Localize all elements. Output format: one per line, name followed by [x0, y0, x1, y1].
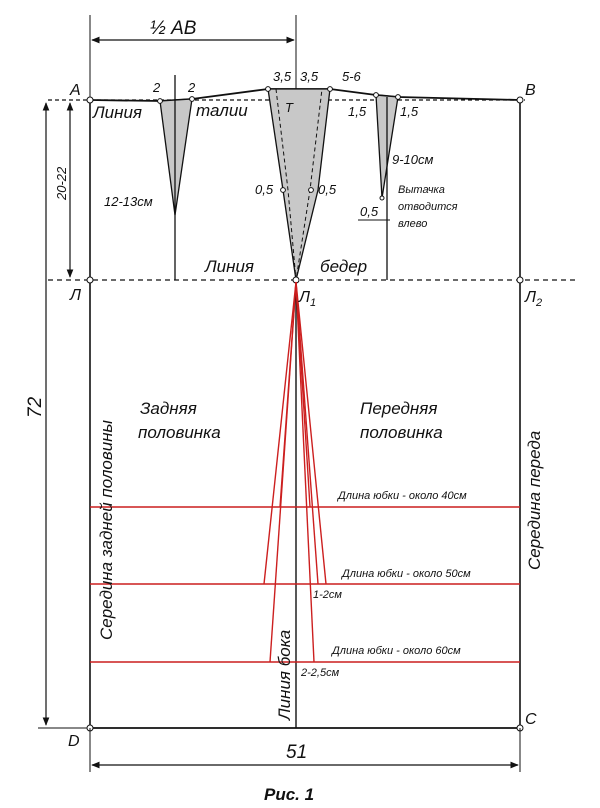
side-mid-point-left [280, 187, 286, 193]
label-l2-main: Л [524, 289, 536, 306]
label-b: B [525, 82, 536, 99]
flare50-label: 1-2см [313, 589, 342, 601]
label-t: Т [285, 100, 294, 115]
label-c: C [525, 711, 537, 728]
label-l: Л [69, 287, 81, 304]
point-l2 [516, 276, 524, 284]
flare-mid-left [279, 281, 297, 508]
side-mid-right-label: 0,5 [318, 182, 337, 197]
side-mid-left-label: 0,5 [255, 182, 274, 197]
waist-line-label-2: талии [196, 101, 248, 120]
hip-line-label-1: Линия [204, 257, 254, 276]
label-a: A [69, 82, 81, 99]
point-l [86, 276, 94, 284]
width-label: 51 [286, 742, 307, 763]
depth-label: 20-22 [54, 166, 69, 201]
point-back-dart-left [157, 98, 163, 104]
hip-line-label-2: бедер [320, 257, 367, 276]
front-center-label: Середина переда [525, 431, 544, 570]
point-b [516, 96, 524, 104]
back-dart-right-label: 2 [187, 80, 196, 95]
back-center-label: Середина задней половины [97, 419, 116, 640]
flare-left-50 [263, 281, 297, 585]
half-ab-label: ½ АВ [150, 18, 197, 39]
back-dart-length-label: 12-13см [104, 194, 153, 209]
front-offset-label: 0,5 [360, 204, 379, 219]
front-note-2: отводится [398, 201, 458, 213]
label-l2-sub: 2 [535, 297, 542, 309]
label-l1-sub: 1 [310, 297, 316, 309]
flare-lines [90, 281, 520, 663]
flare-right-60 [295, 281, 315, 663]
back-dart-left-label: 2 [152, 80, 161, 95]
front-half-label-2: половинка [360, 423, 443, 442]
side-line-label: Линия бока [275, 630, 294, 721]
back-dart [159, 98, 193, 216]
front-half-label-1: Передняя [360, 399, 437, 418]
point-side-right [327, 86, 333, 92]
back-half-label-1: Задняя [140, 399, 197, 418]
flare60-label: 2-2,5см [300, 667, 340, 679]
front-shift-label: 5-6 [342, 69, 362, 84]
waist-line-label-1: Линия [92, 103, 142, 122]
len40-label: Длина юбки - около 40см [336, 490, 467, 502]
len50-label: Длина юбки - около 50см [340, 568, 471, 580]
point-a [86, 96, 94, 104]
length-label: 72 [25, 396, 46, 418]
flare-right-50 [295, 281, 327, 585]
flare-right-mid [295, 281, 319, 585]
point-front-left [373, 92, 379, 98]
front-note-1: Вытачка [398, 184, 445, 196]
front-dart-length-label: 9-10см [392, 152, 434, 167]
point-front-apex [379, 195, 385, 201]
front-note-3: влево [398, 218, 427, 230]
len60-label: Длина юбки - около 60см [330, 645, 461, 657]
side-dart-left-label: 3,5 [273, 69, 292, 84]
label-d: D [68, 733, 80, 750]
back-half-label-2: половинка [138, 423, 221, 442]
label-l2: Л2 [524, 289, 542, 309]
side-dart-right-label: 3,5 [300, 69, 319, 84]
point-front-right [395, 94, 401, 100]
front-dart-left-label: 1,5 [348, 104, 367, 119]
front-dart-right-label: 1,5 [400, 104, 419, 119]
label-l1: Л1 [298, 289, 316, 309]
side-mid-point-right [308, 187, 314, 193]
point-side-left [265, 86, 271, 92]
point-back-dart-right [189, 96, 195, 102]
figure-caption: Рис. 1 [264, 785, 314, 804]
label-l1-main: Л [298, 289, 310, 306]
